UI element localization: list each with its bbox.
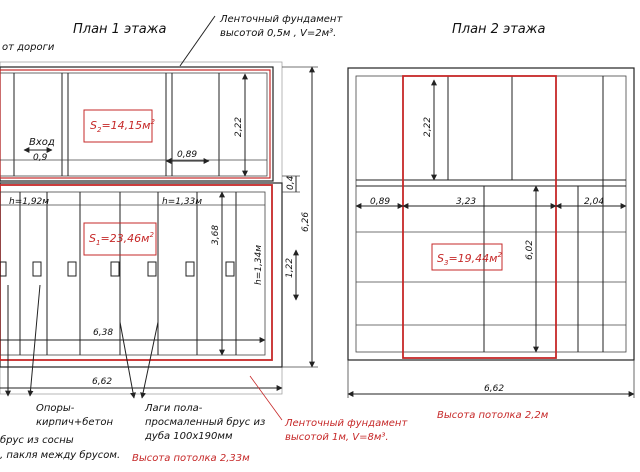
plan1-bottom-inner [0, 191, 266, 356]
road-label: от дороги [2, 42, 55, 53]
plan1-top-partitions [0, 73, 267, 176]
dim-089-plan1: 0,89 [177, 150, 197, 160]
walls-note-1: брус из сосны [0, 434, 74, 446]
foundation-bottom-note-2: высотой 1м, V=8м³. [285, 432, 389, 443]
plan1-top-section [0, 66, 274, 182]
dim-323: 3,23 [456, 197, 476, 207]
area-s3-label: S3=19,44м2 [437, 251, 502, 267]
dim-626: 6,26 [301, 212, 311, 232]
dim-204: 2,04 [584, 197, 604, 207]
entrance-width: 0,9 [33, 153, 48, 163]
dim-122: 1,22 [285, 258, 295, 278]
plan2-outer [347, 67, 635, 361]
dim-368: 3,68 [211, 225, 221, 245]
foundation-top-outline [0, 69, 271, 179]
plan1-title: План 1 этажа [73, 22, 166, 37]
plan1-bottom-partitions [0, 192, 265, 355]
foundation-bottom-note-1: Ленточный фундамент [284, 418, 408, 429]
joists-note-3: дуба 100х190мм [144, 430, 233, 442]
area-s3-box [431, 243, 503, 271]
h-134-label: h=1,34м [254, 245, 264, 285]
plan1-ceiling: Высота потолка 2,33м [132, 453, 250, 464]
dim-602: 6,02 [525, 240, 535, 260]
supports-note-2: кирпич+бетон [36, 416, 113, 428]
dim-089-plan2: 0,89 [370, 197, 390, 207]
plan1-outer-outline [0, 61, 283, 395]
entrance-label: Вход [29, 137, 55, 148]
dim-662-plan1: 6,62 [92, 377, 112, 387]
plan2-ceiling: Высота потолка 2,2м [437, 410, 549, 421]
dim-222-plan2: 2,22 [423, 117, 433, 137]
foundation-top-note-1: Ленточный фундамент [219, 14, 343, 25]
plan1: План 1 этажа от дороги S2=14,15м2 Вхо [0, 14, 408, 464]
supports-note-1: Опоры- [36, 403, 75, 414]
foundation-bottom-outline [0, 184, 273, 361]
plan1-bottom-section [0, 182, 283, 368]
dim-222-plan1: 2,22 [234, 117, 244, 137]
plan2-inner [355, 75, 627, 353]
area-s2-box [83, 109, 153, 143]
joists-note-2: просмаленный брус из [145, 416, 265, 428]
plan1-top-inner [0, 72, 268, 177]
area-s1-label: S1=23,46м2 [89, 231, 154, 247]
plan2-grid [356, 76, 626, 352]
plan2-title: План 2 этажа [452, 22, 545, 37]
dim-662-plan2: 6,62 [484, 384, 504, 394]
joists-note-1: Лаги пола- [144, 403, 203, 414]
area-s3-outline [402, 75, 557, 359]
area-s2-label: S2=14,15м2 [90, 118, 155, 134]
h-133-label: h=1,33м [162, 197, 202, 207]
area-s1-box [83, 222, 157, 256]
support-blocks [0, 261, 235, 277]
dim-04: 0,4 [286, 175, 296, 190]
walls-note-2: , пакля между брусом. [0, 449, 120, 461]
foundation-top-note-2: высотой 0,5м , V=2м³. [220, 28, 336, 39]
dim-638: 6,38 [93, 328, 113, 338]
plan2: План 2 этажа 2,22 0,89 3,23 2,04 6,02 [347, 22, 635, 421]
h-192-label: h=1,92м [9, 197, 49, 207]
